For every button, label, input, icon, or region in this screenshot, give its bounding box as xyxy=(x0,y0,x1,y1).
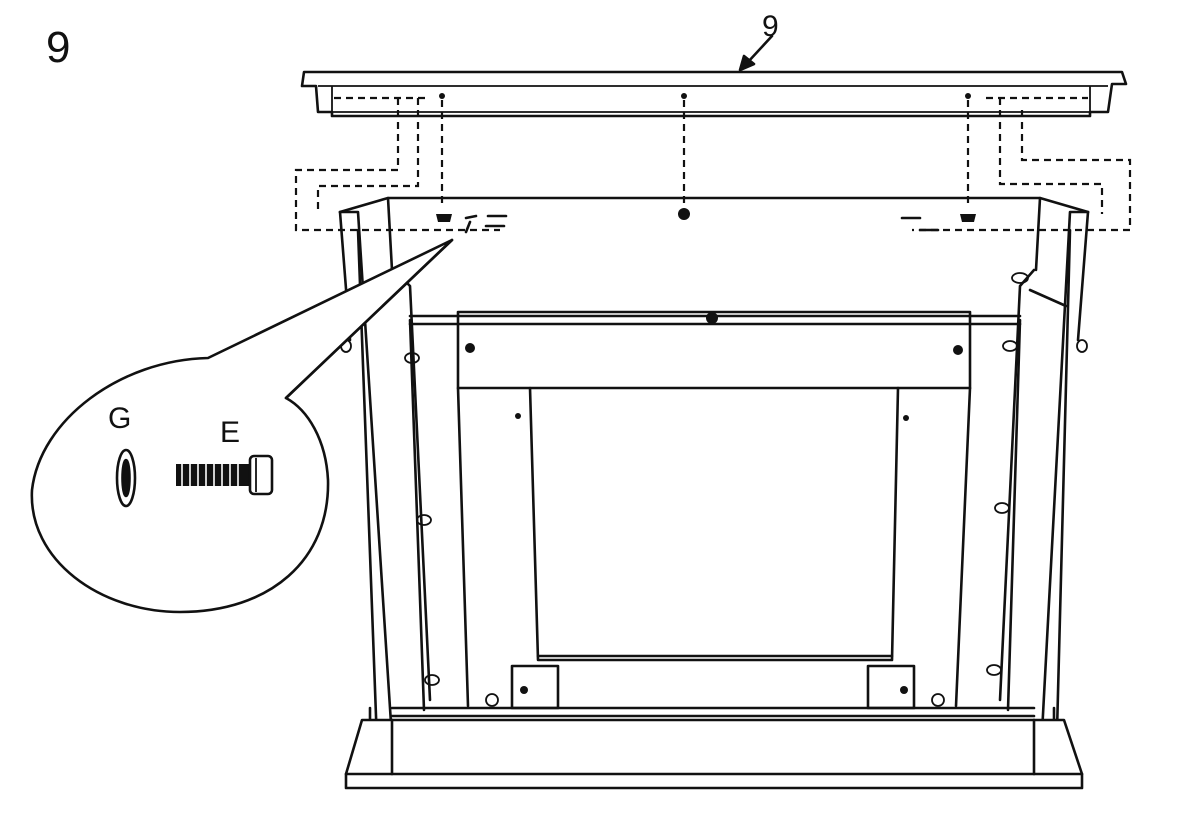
bolt-icon xyxy=(176,454,274,496)
bolt-label: E xyxy=(220,416,240,449)
mantel-top xyxy=(300,70,1128,118)
top-hardware xyxy=(436,208,976,234)
step-number: 9 xyxy=(46,23,70,72)
washer-icon xyxy=(115,448,137,508)
arrow-icon xyxy=(738,34,774,72)
washer-label: G xyxy=(108,402,131,435)
screw-holes xyxy=(340,268,1088,707)
dashed-guides xyxy=(294,98,1132,232)
part-callout-label: 9 xyxy=(762,10,779,43)
frame-body xyxy=(338,196,1090,790)
parts-callout-bubble xyxy=(30,238,454,614)
